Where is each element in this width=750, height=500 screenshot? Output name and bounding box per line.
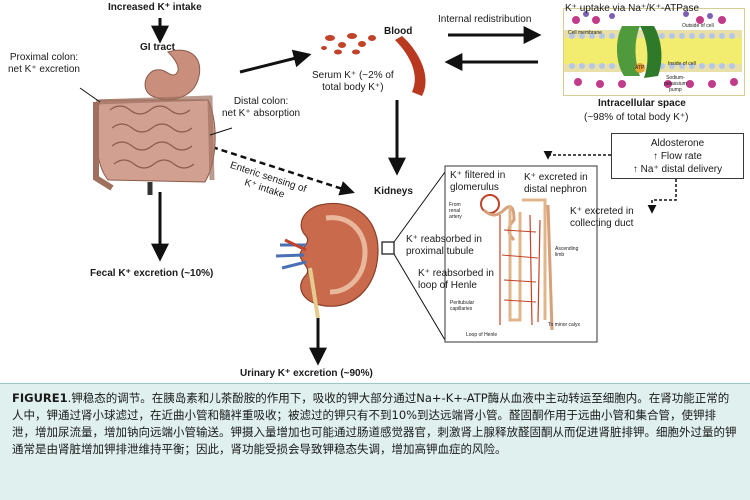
aldosterone-flow-rate: ↑ Flow rate bbox=[653, 151, 702, 162]
cell-membrane-illustration bbox=[564, 11, 742, 88]
intracellular-panel: Outside of cell Cell membrane Inside of … bbox=[563, 8, 745, 96]
reabsorbed-henle-label: K⁺ reabsorbed in loop of Henle bbox=[418, 268, 494, 291]
atp-label: ATP bbox=[635, 65, 645, 71]
arrow-aldosterone-to-duct bbox=[647, 179, 677, 214]
internal-redistribution-label: Internal redistribution bbox=[438, 14, 532, 25]
intracellular-space-label: Intracellular space bbox=[598, 98, 686, 109]
kidney-illustration bbox=[275, 203, 379, 319]
blood-cells-illustration bbox=[321, 33, 426, 96]
intracellular-pct-label: (~98% of total body K⁺) bbox=[584, 112, 689, 123]
gi-tract-label: GI tract bbox=[140, 42, 176, 53]
kidneys-label: Kidneys bbox=[374, 186, 413, 197]
arrow-enteric-sensing bbox=[211, 145, 355, 196]
pump-label: Sodium- potassium pump bbox=[664, 75, 687, 93]
pointer-distal-colon bbox=[209, 127, 233, 136]
renal-artery-label: From renal artery bbox=[449, 202, 462, 220]
inside-cell-label: Inside of cell bbox=[668, 61, 696, 67]
reabsorbed-proximal-label: K⁺ reabsorbed in proximal tubule bbox=[406, 234, 482, 257]
ascending-limb-label: Ascending limb bbox=[555, 246, 579, 258]
gi-tract-illustration bbox=[93, 49, 216, 195]
cell-membrane-label: Cell membrane bbox=[568, 30, 602, 36]
filtered-label: K⁺ filtered in glomerulus bbox=[450, 170, 506, 193]
aldosterone-box: Aldosterone ↑ Flow rate ↑ Na⁺ distal del… bbox=[611, 133, 744, 179]
proximal-colon-label: Proximal colon: net K⁺ excretion bbox=[8, 52, 80, 75]
aldosterone-na-delivery: ↑ Na⁺ distal delivery bbox=[632, 164, 723, 175]
to-minor-calyx-label: To minor calyx bbox=[548, 322, 580, 328]
figure-label: FIGURE1 bbox=[12, 391, 68, 405]
arrow-aldosterone-to-nephron bbox=[543, 150, 611, 160]
peritubular-label: Peritubular capillaries bbox=[450, 300, 475, 312]
k-uptake-label: K⁺ uptake via Na⁺/K⁺-ATPase bbox=[565, 3, 700, 14]
increased-intake-label: Increased K⁺ intake bbox=[108, 2, 202, 13]
loop-of-henle-label: Loop of Henle bbox=[466, 332, 498, 338]
excreted-distal-label: K⁺ excreted in distal nephron bbox=[524, 172, 588, 195]
excreted-collecting-label: K⁺ excreted in collecting duct bbox=[570, 206, 634, 229]
distal-colon-label: Distal colon: net K⁺ absorption bbox=[222, 96, 301, 119]
serum-label: Serum K⁺ (~2% of total body K⁺) bbox=[312, 70, 394, 93]
pointer-proximal-colon bbox=[79, 87, 101, 103]
blood-label: Blood bbox=[384, 26, 413, 37]
arrow-gi-to-blood bbox=[239, 49, 312, 74]
diagram-artwork bbox=[79, 11, 742, 366]
figure-caption: FIGURE1.钾稳态的调节。在胰岛素和儿茶酚胺的作用下，吸收的钾大部分通过Na… bbox=[0, 383, 750, 500]
fecal-excretion-label: Fecal K⁺ excretion (~10%) bbox=[90, 268, 214, 279]
aldosterone-title: Aldosterone bbox=[650, 138, 705, 149]
caption-text: .钾稳态的调节。在胰岛素和儿茶酚胺的作用下，吸收的钾大部分通过Na+-K+-AT… bbox=[12, 391, 737, 456]
urinary-excretion-label: Urinary K⁺ excretion (~90%) bbox=[240, 368, 373, 379]
nephron-illustration bbox=[480, 194, 554, 331]
cell-outside-label: Outside of cell bbox=[682, 23, 714, 29]
